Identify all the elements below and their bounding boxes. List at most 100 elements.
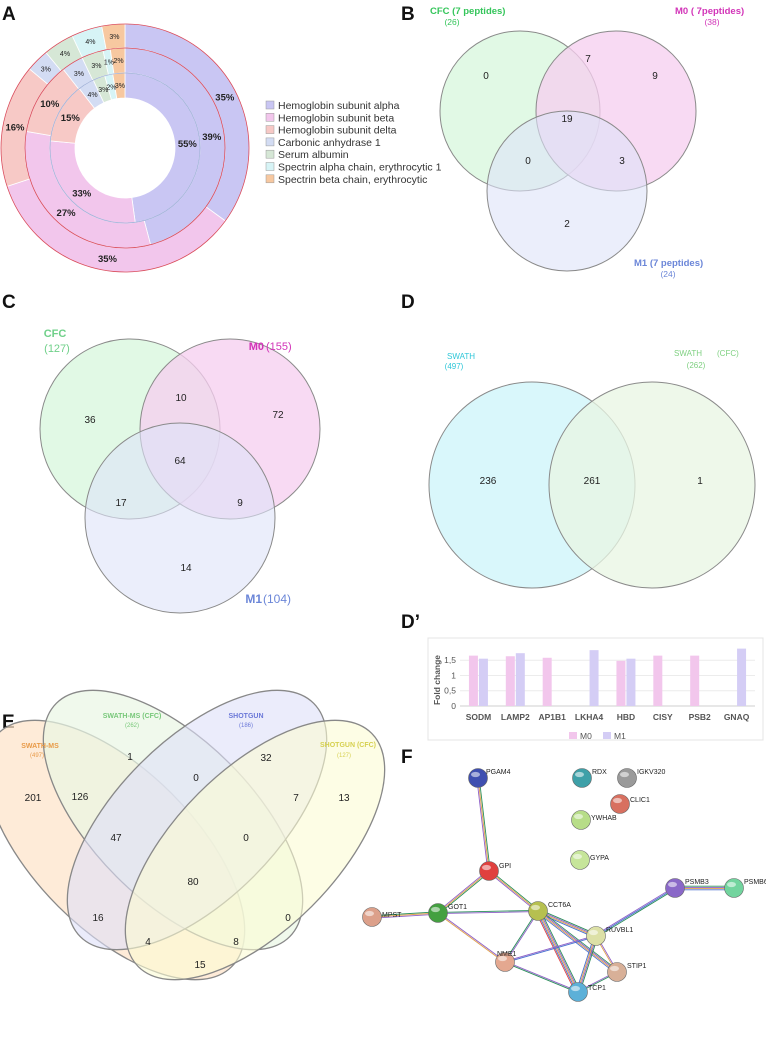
legend-swatch-3 (265, 137, 275, 147)
node-label-got1: GOT1 (448, 904, 467, 911)
donut-label-middle-5: 1% (104, 59, 114, 66)
network-edge-4-0 (437, 909, 538, 913)
node-highlight-nme1 (498, 955, 507, 962)
donut-label-outer-3: 3% (41, 66, 51, 73)
legend-swatch-6 (265, 174, 275, 184)
venn-c-cfc-m1: 17 (115, 498, 127, 509)
bar-M0-CISY (653, 655, 663, 706)
venn-e-swath-cfc-count: (262) (125, 723, 139, 729)
category-label-LAMP2: LAMP2 (501, 712, 530, 722)
network-edge-3-1 (371, 912, 439, 918)
venn-b-m1-title: M1 (7 peptides) (634, 258, 703, 269)
venn-d-right-count: (262) (687, 361, 706, 370)
network-edge-3-0 (371, 911, 438, 917)
node-label-gpi: GPI (499, 863, 511, 870)
venn-b-m1-only: 2 (564, 219, 570, 230)
node-label-igkv320: IGKV320 (637, 769, 666, 776)
venn-d-right-only: 1 (697, 476, 703, 487)
venn-e-shotgun-cfc-count: (127) (337, 753, 351, 759)
node-label-pgam4: PGAM4 (486, 769, 511, 776)
network-edge-1-1 (437, 870, 490, 914)
bar-M0-LAMP2 (505, 656, 515, 706)
venn-b-cfc-title: CFC (7 peptides) (430, 6, 505, 17)
node-label-ruvbl1: RUVBL1 (606, 927, 633, 934)
node-label-clic1: CLIC1 (630, 797, 650, 804)
venn-c-m0-m1: 9 (237, 498, 243, 509)
network-edge-1-0 (438, 871, 491, 915)
node-ball-ruvbl1 (586, 926, 606, 946)
node-highlight-stip1 (610, 965, 619, 972)
node-highlight-mpst (365, 910, 374, 917)
venn-e-all: 80 (187, 877, 199, 888)
donut-labels: 35%35%16%3%4%4%3%39%27%10%3%3%1%2%55%33%… (5, 34, 234, 265)
network-edge-4-1 (438, 911, 539, 915)
venn-c-m0-count: (155) (266, 341, 292, 353)
venn-c-m1-title: M1 (245, 592, 262, 606)
network-edge-9-0 (539, 909, 581, 992)
category-label-CISY: CISY (653, 712, 673, 722)
network-node-ywhab: YWHAB (571, 810, 617, 830)
node-highlight-ruvbl1 (589, 929, 598, 936)
node-highlight-rdx (575, 771, 584, 778)
donut-label-inner-3: 4% (87, 92, 97, 99)
venn-c-all: 64 (174, 456, 186, 467)
donut-label-middle-2: 10% (40, 99, 60, 110)
venn-e: SWATH-MS (497) SWATH-MS (CFC) (262) SHOT… (0, 689, 386, 981)
network-edge-9-2 (537, 910, 579, 993)
bar-M0-SODM (468, 655, 478, 706)
donut-ring-outline-outer (0, 23, 250, 273)
network-node-mpst: MPST (362, 907, 402, 927)
venn-c-cfc-m0: 10 (175, 393, 187, 404)
donut-label-inner-4: 3% (98, 87, 108, 94)
bar-M0-HBD (616, 660, 626, 706)
node-ball-mpst (362, 907, 382, 927)
venn-d: SWATH (497) SWATH (CFC) (262) 236 261 1 (428, 349, 756, 589)
node-highlight-cct6a (531, 904, 540, 911)
network-edge-10-2 (577, 935, 596, 992)
network-node-gypa: GYPA (570, 850, 609, 870)
category-label-LKHA4: LKHA4 (575, 712, 604, 722)
network-edge-5-0 (438, 912, 506, 962)
node-highlight-gypa (573, 853, 582, 860)
venn-c-m0-title: M0 (249, 341, 264, 353)
node-ball-clic1 (610, 794, 630, 814)
legend-swatch-m1 (603, 732, 611, 739)
venn-d-right-title: SWATH (674, 349, 702, 358)
venn-d-swath-cfc-circle (548, 381, 756, 589)
legend-label-0: Hemoglobin subunit alpha (278, 100, 400, 112)
node-ball-gypa (570, 850, 590, 870)
venn-c-m1-circle (84, 422, 276, 614)
legend-label-m0: M0 (580, 731, 592, 741)
network-node-nme1: NME1 (495, 951, 517, 972)
node-ball-got1 (428, 903, 448, 923)
network-edge-7-0 (538, 908, 597, 935)
node-label-gypa: GYPA (590, 855, 609, 862)
network-edge-2-1 (488, 870, 539, 912)
network-edge-7-1 (538, 910, 597, 936)
venn-e-swath-cfc-title: SWATH-MS (CFC) (103, 713, 162, 720)
venn-e-s-scfc: 126 (72, 792, 89, 803)
venn-e-s-only: 201 (25, 793, 42, 804)
category-label-SODM: SODM (466, 712, 492, 722)
node-highlight-tcp1 (571, 985, 580, 992)
venn-e-shotgun-cfc-ellipse (124, 719, 386, 981)
node-label-ywhab: YWHAB (591, 815, 617, 822)
node-ball-psmb3 (665, 878, 685, 898)
node-ball-gpi (479, 861, 499, 881)
venn-d-left-only: 236 (480, 476, 497, 487)
node-ball-rdx (572, 768, 592, 788)
venn-b-m0-only: 9 (652, 71, 658, 82)
node-highlight-psmb6 (727, 881, 736, 888)
venn-b-m1-count: (24) (660, 269, 675, 279)
venn-e-scfc-shcfc: 0 (285, 913, 291, 924)
donut-label-outer-0: 35% (215, 93, 235, 104)
venn-e-swath-count: (497) (30, 753, 44, 759)
network-edges (371, 777, 734, 994)
legend-label-6: Spectrin beta chain, erythrocytic (278, 174, 427, 186)
network-edge-9-4 (535, 911, 577, 994)
network-edge-13-1 (595, 887, 676, 937)
network-node-igkv320: IGKV320 (617, 768, 666, 788)
panel-letter-b: B (401, 4, 415, 25)
